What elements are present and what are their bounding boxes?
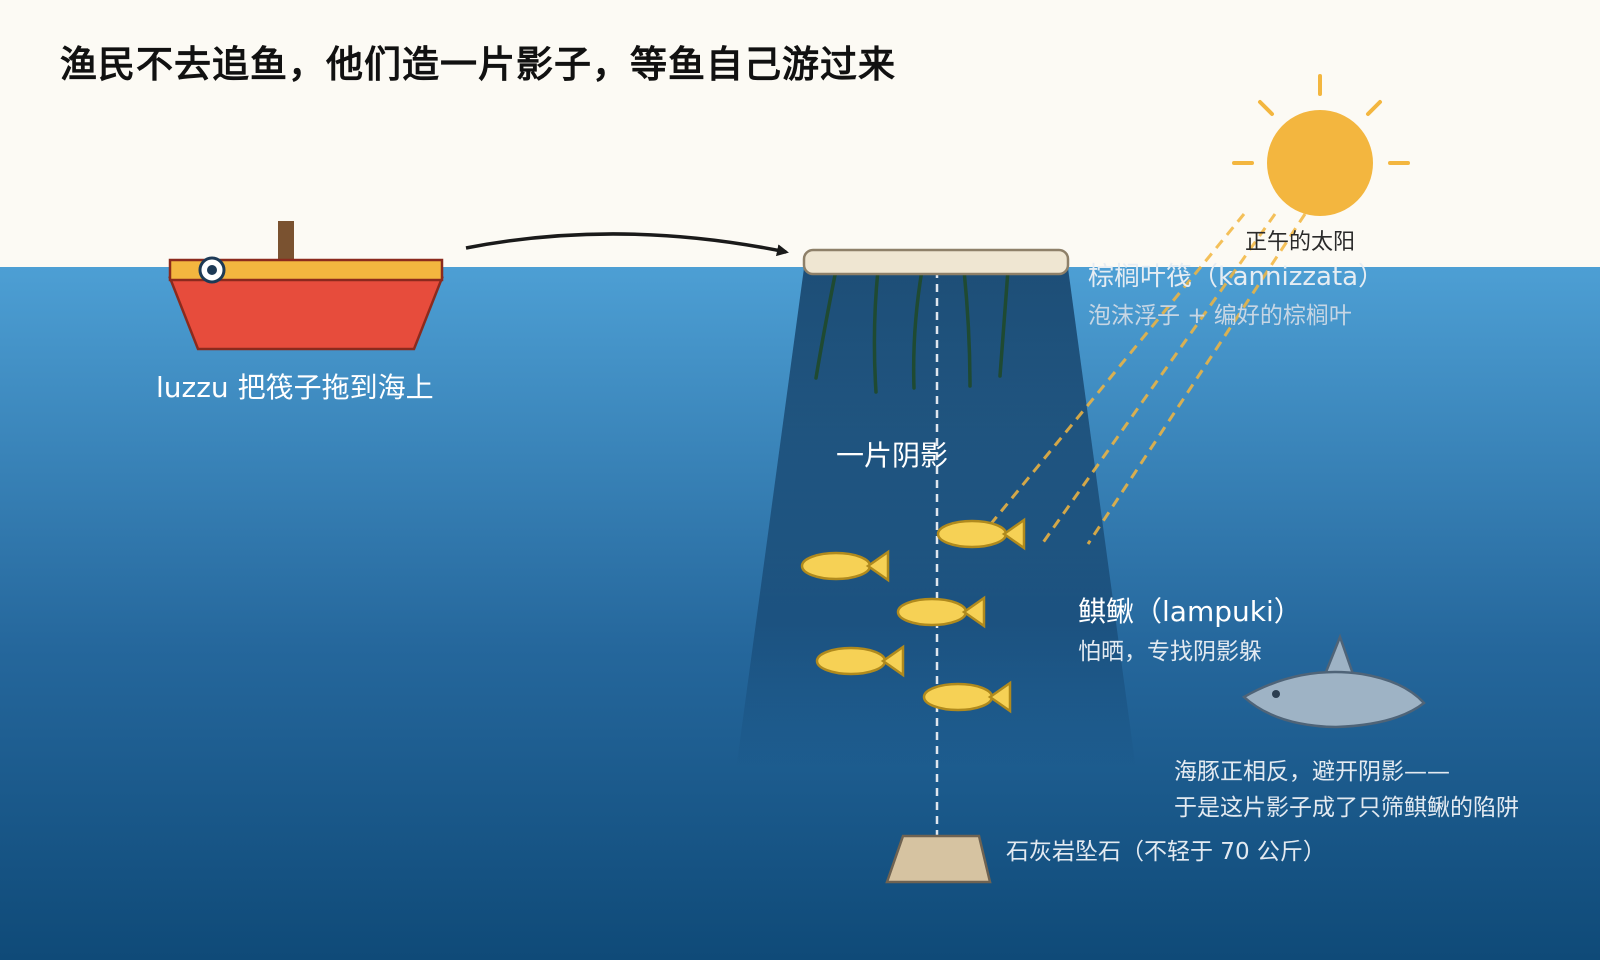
boat-icon xyxy=(168,221,444,351)
sun-label: 正午的太阳 xyxy=(1245,230,1356,255)
fish-icon xyxy=(800,549,890,583)
fish-school xyxy=(800,517,1026,714)
sun-rays xyxy=(988,213,1307,545)
fish-icon xyxy=(896,595,986,629)
dolphin-note-line-2: 于是这片影子成了只筛鲯鳅的陷阱 xyxy=(1174,795,1519,821)
fish-icon xyxy=(936,517,1026,551)
fish-icon xyxy=(922,680,1012,714)
shadow-area xyxy=(736,268,1136,770)
page-title: 渔民不去追鱼，他们造一片影子，等鱼自己游过来 xyxy=(60,43,896,86)
stone-label: 石灰岩坠石（不轻于 70 公斤） xyxy=(1006,839,1326,865)
fish-description-label: 怕晒，专找阴影躲 xyxy=(1078,639,1262,665)
fish-name-label: 鲯鳅（lampuki） xyxy=(1078,595,1302,628)
dolphin-icon xyxy=(1241,633,1426,729)
raft-name-label: 棕榈叶筏（kannizzata） xyxy=(1088,262,1385,292)
boat-label: luzzu 把筏子拖到海上 xyxy=(156,371,434,404)
raft-icon xyxy=(802,248,1070,276)
raft-description-label: 泡沫浮子 + 编好的棕榈叶 xyxy=(1088,303,1352,329)
shadow-label: 一片阴影 xyxy=(836,439,949,472)
sun-icon xyxy=(1232,74,1410,216)
stone-icon xyxy=(885,834,992,884)
arrow-icon xyxy=(465,232,789,257)
fish-icon xyxy=(815,644,905,678)
eye-icon xyxy=(198,256,226,284)
seaweed-fronds xyxy=(814,268,1010,394)
dolphin-note-line-1: 海豚正相反，避开阴影—— xyxy=(1174,759,1450,785)
